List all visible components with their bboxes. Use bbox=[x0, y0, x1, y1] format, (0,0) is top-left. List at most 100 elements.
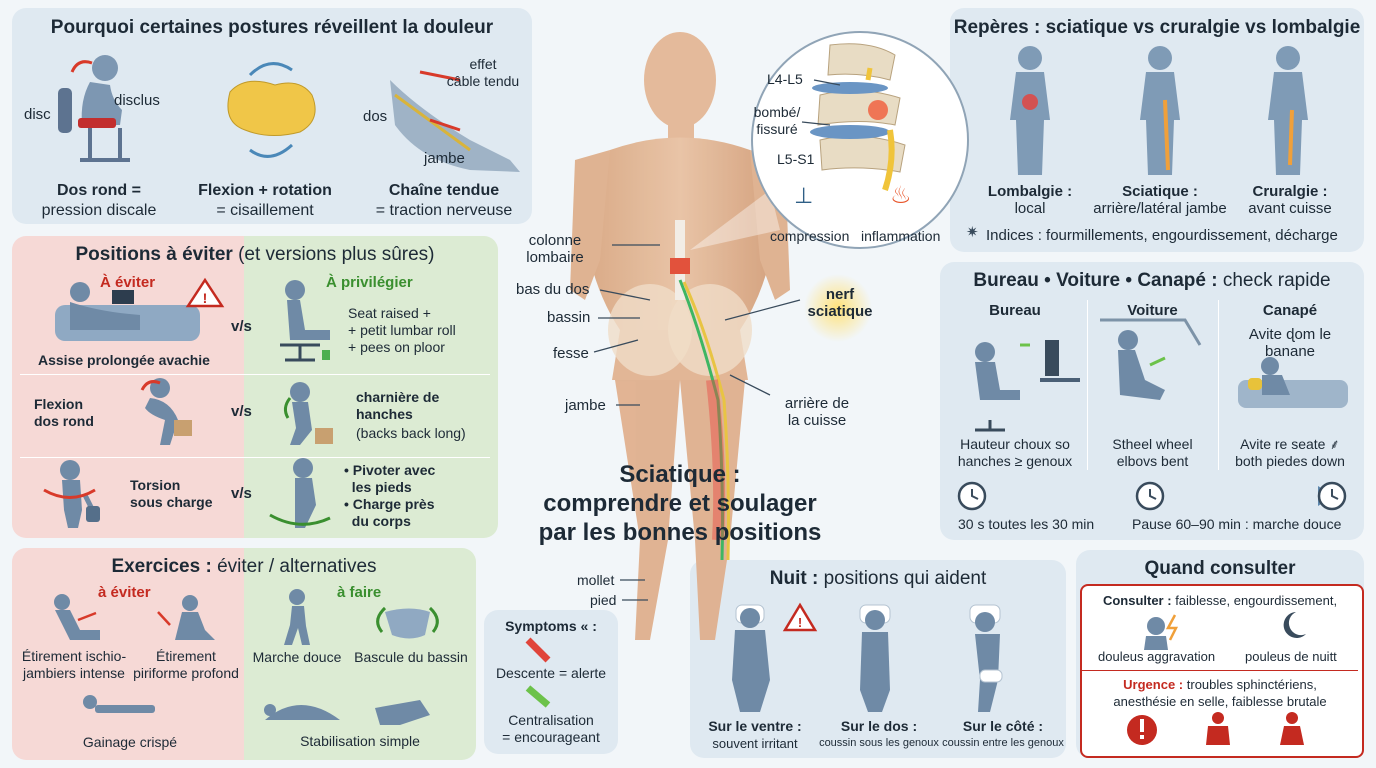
check-col3-header: Canapé bbox=[1262, 302, 1318, 319]
urgence-bold: Urgence : bbox=[1123, 677, 1184, 692]
check-col2-header: Voiture bbox=[1127, 302, 1178, 319]
symptoms-centralisation: Centralisation = encourageant bbox=[502, 712, 600, 745]
posture-caption-1: Dos rond = pression discale bbox=[24, 181, 174, 221]
positions-title-bold: Positions à éviter bbox=[75, 244, 233, 265]
check-divider-2 bbox=[1218, 300, 1219, 470]
check-col2-caption: Stheel wheel elbovs bent bbox=[1112, 436, 1193, 469]
exercise-do-3: Stabilisation simple bbox=[300, 733, 420, 749]
posture-disclus: disclus bbox=[114, 92, 160, 109]
nerf-glow bbox=[804, 274, 872, 342]
consult-left: douleus aggravation bbox=[1098, 649, 1216, 664]
positions-vs-1: v/s bbox=[231, 318, 252, 335]
tingling-icon: ✷ bbox=[966, 224, 979, 241]
night-item-2-text: coussin sous les genoux bbox=[819, 737, 939, 749]
posture-caption-2: Flexion + rotation = cisaillement bbox=[190, 181, 340, 221]
positions-figures bbox=[55, 280, 333, 528]
spine-zoom bbox=[690, 31, 969, 250]
check-timeline-2: Pause 60–90 min : marche douce bbox=[1132, 516, 1342, 532]
posture-caption-2-bold: Flexion + rotation bbox=[198, 182, 332, 199]
posture-caption-3-text: = traction nerveuse bbox=[375, 202, 513, 219]
main-title: Sciatique : comprendre et soulager par l… bbox=[535, 460, 825, 547]
zoom-inflammation: inflammation bbox=[861, 228, 941, 244]
flame-icon: ♨ bbox=[890, 182, 912, 209]
night-item-1-text: souvent irritant bbox=[712, 736, 798, 751]
positions-title: Positions à éviter (et versions plus sûr… bbox=[12, 244, 498, 266]
night-figures bbox=[732, 604, 1003, 712]
zoom-compression: compression bbox=[770, 228, 850, 244]
positions-avoid-header: À éviter bbox=[100, 274, 156, 291]
reperes-item-3-bold: Cruralgie : bbox=[1252, 183, 1328, 200]
positions-row3-prefer: • Pivoter avec les pieds • Charge près d… bbox=[344, 462, 436, 529]
reperes-item-2: Sciatique : arrière/latéral jambe bbox=[1085, 183, 1235, 217]
positions-row2-prefer-bold: charnière de hanches bbox=[356, 389, 440, 422]
reperes-title: Repères : sciatique vs cruralgie vs lomb… bbox=[953, 17, 1361, 38]
posture-caption-2-text: = cisaillement bbox=[216, 202, 314, 219]
svg-text:!: ! bbox=[203, 290, 208, 306]
positions-row1-avoid: Assise prolongée avachie bbox=[38, 352, 210, 368]
check-col3-caption: Avite re seate ⸙ both piedes down bbox=[1235, 436, 1345, 469]
consult-right: pouleus de nuitt bbox=[1245, 649, 1337, 664]
rotation-arrow-icon bbox=[248, 62, 293, 77]
exercise-avoid-2: Étirement piriforme profond bbox=[133, 648, 239, 681]
night-item-3-text: coussin entre les genoux bbox=[942, 737, 1064, 749]
night-warning-icon: ! bbox=[782, 602, 818, 632]
weakness-icon bbox=[1280, 726, 1304, 745]
check-col1-caption: Hauteur choux so hanches ≥ genoux bbox=[957, 436, 1073, 469]
consult-bold: Consulter : bbox=[1102, 593, 1172, 608]
check-title-light: check rapide bbox=[1222, 270, 1331, 291]
body-figure bbox=[570, 32, 790, 640]
check-timeline-1: 30 s toutes les 30 min bbox=[958, 516, 1095, 532]
exercises-title-bold: Exercices : bbox=[111, 556, 212, 577]
night-item-3: Sur le côté : coussin entre les genoux bbox=[942, 718, 1064, 752]
symptoms-title: Symptoms « : bbox=[505, 618, 597, 634]
label-colonne: colonne lombaire bbox=[526, 232, 584, 266]
exercise-figures bbox=[54, 589, 430, 725]
label-nerf-sciatique: nerf sciatique bbox=[807, 286, 873, 320]
reperes-item-1-text: local bbox=[1014, 200, 1046, 217]
label-bas-du-dos: bas du dos bbox=[516, 281, 590, 298]
exercises-do-header: à faire bbox=[337, 584, 382, 601]
zoom-bombe: bombé/ fissuré bbox=[753, 104, 801, 137]
centralisation-arrow-icon bbox=[525, 685, 551, 708]
posture-figures bbox=[58, 55, 520, 172]
night-item-1: Sur le ventre : souvent irritant bbox=[700, 718, 810, 752]
consult-title: Quand consulter bbox=[1144, 558, 1296, 579]
posture-caption-3-bold: Chaîne tendue bbox=[388, 182, 500, 199]
positions-divider-1 bbox=[20, 374, 490, 375]
night-item-2-bold: Sur le dos : bbox=[840, 718, 918, 734]
main-title-line-2: comprendre et soulager bbox=[543, 490, 817, 517]
reperes-item-1: Lombalgie : local bbox=[980, 183, 1080, 217]
label-jambe: jambe bbox=[565, 397, 606, 414]
label-arriere-cuisse: arrière de la cuisse bbox=[784, 395, 850, 429]
urgence-text: troubles sphinctériens, anesthésie en se… bbox=[1113, 677, 1327, 709]
positions-row2-prefer: (backs back long) bbox=[356, 425, 466, 441]
label-pied: pied bbox=[590, 592, 617, 608]
zoom-l5: L5-S1 bbox=[777, 151, 815, 167]
warning-icon: ! bbox=[185, 277, 225, 308]
night-item-2: Sur le dos : coussin sous les genoux bbox=[812, 718, 946, 752]
night-title-bold: Nuit : bbox=[769, 568, 819, 589]
reperes-item-2-bold: Sciatique : bbox=[1122, 183, 1198, 200]
posture-title: Pourquoi certaines postures réveillent l… bbox=[50, 17, 494, 38]
check-divider-1 bbox=[1087, 300, 1088, 470]
positions-divider-2 bbox=[20, 457, 490, 458]
posture-caption-1-text: pression discale bbox=[41, 202, 157, 219]
posture-effet: effet câble tendu bbox=[446, 56, 520, 89]
toilet-icon bbox=[1206, 726, 1230, 745]
exercise-do-1: Marche douce bbox=[252, 649, 342, 665]
check-col3-top: Avite ɖom le banane bbox=[1248, 326, 1332, 360]
reperes-item-2-text: arrière/latéral jambe bbox=[1093, 200, 1227, 217]
label-mollet: mollet bbox=[577, 572, 615, 588]
compression-icon: ⊥ bbox=[794, 183, 814, 208]
svg-text:!: ! bbox=[798, 615, 802, 630]
moon-icon bbox=[1283, 612, 1306, 638]
positions-prefer-header: À privilégier bbox=[326, 274, 413, 291]
positions-row3-avoid: Torsion sous charge bbox=[130, 477, 213, 510]
check-title: Bureau • Voiture • Canapé : check rapide bbox=[940, 270, 1364, 292]
night-title: Nuit : positions qui aident bbox=[690, 568, 1066, 590]
exercises-avoid-header: à éviter bbox=[98, 584, 151, 601]
main-title-line-3: par les bonnes positions bbox=[538, 519, 822, 546]
night-item-1-bold: Sur le ventre : bbox=[708, 718, 802, 734]
symptoms-descente: Descente = alerte bbox=[495, 665, 607, 681]
